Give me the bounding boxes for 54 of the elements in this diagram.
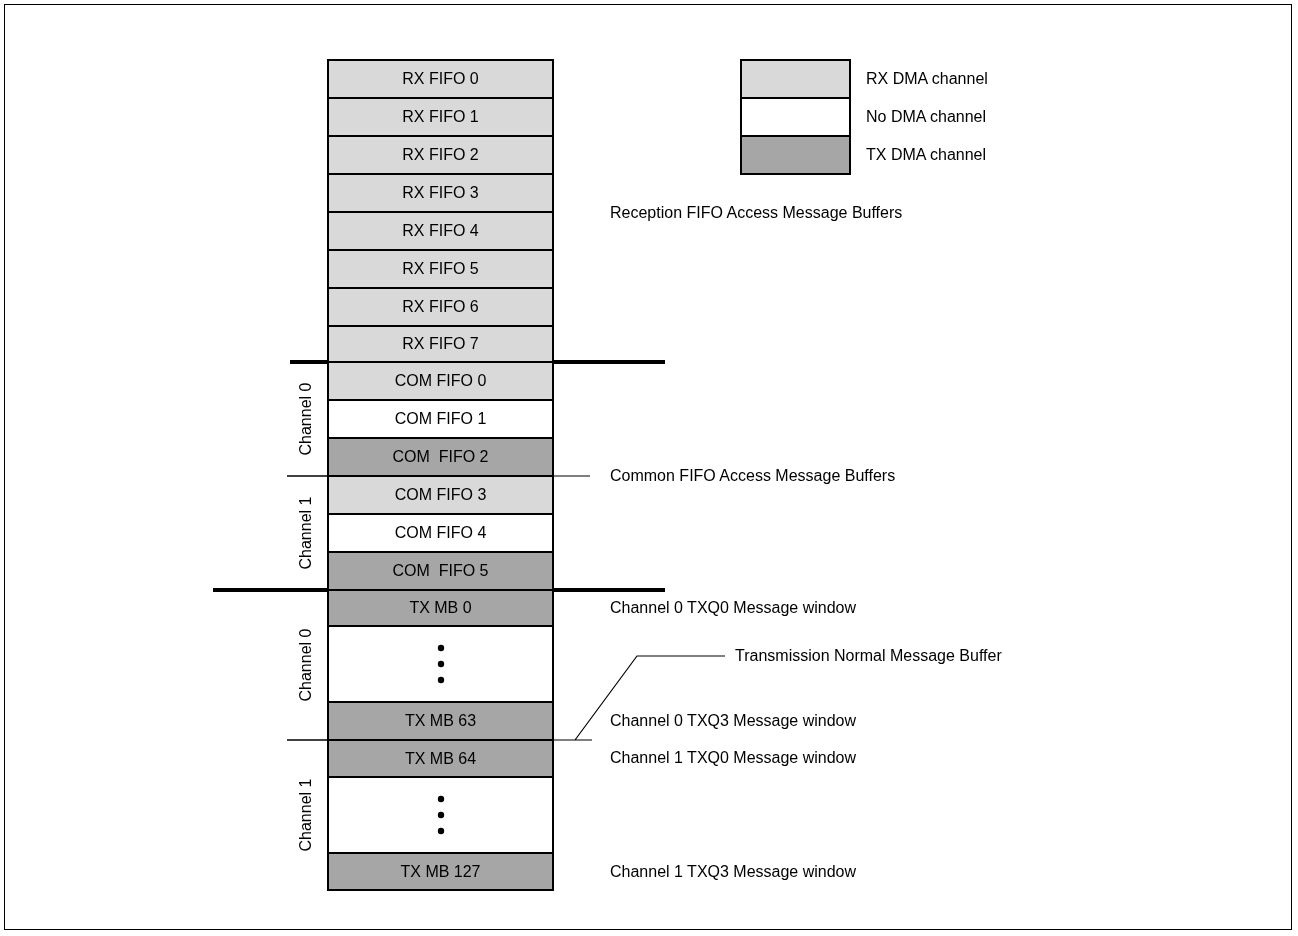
buffer-row (327, 399, 554, 439)
legend-label: TX DMA channel (866, 146, 987, 164)
callout-text: Common FIFO Access Message Buffers (590, 466, 896, 486)
buffer-row (327, 97, 554, 137)
channel-label: Channel 0 (297, 382, 315, 456)
channel-label: Channel 1 (297, 496, 315, 570)
buffer-row (327, 589, 554, 627)
row-label: COM FIFO 2 (392, 448, 489, 466)
leader-line (553, 655, 726, 741)
buffer-row (327, 551, 554, 591)
row-label: COM FIFO 4 (394, 524, 487, 542)
row-label: COM FIFO 3 (394, 486, 487, 504)
row-label: COM FIFO 5 (392, 562, 489, 580)
row-label: RX FIFO 5 (402, 260, 479, 278)
row-label: RX FIFO 4 (402, 222, 479, 240)
region-label: Channel 1 TXQ3 Message window (610, 862, 857, 882)
row-label: RX FIFO 2 (402, 146, 479, 164)
region-label: Channel 1 TXQ0 Message window (610, 748, 857, 768)
buffer-row (327, 739, 554, 778)
buffer-row (327, 173, 554, 213)
row-label: RX FIFO 1 (402, 108, 479, 126)
buffer-row (327, 513, 554, 553)
channel-label: Channel 1 (297, 778, 315, 852)
region-label: Reception FIFO Access Message Buffers (610, 203, 903, 223)
buffer-row-gap (327, 625, 554, 703)
buffer-row (327, 59, 554, 99)
buffer-row (327, 249, 554, 289)
buffer-row (327, 475, 554, 515)
channel-label: Channel 0 (297, 628, 315, 702)
row-label: TX MB 0 (409, 599, 472, 617)
row-label: RX FIFO 3 (402, 184, 479, 202)
row-label: COM FIFO 1 (394, 410, 487, 428)
row-label: RX FIFO 0 (402, 70, 479, 88)
leader-line (553, 475, 591, 477)
legend-label: RX DMA channel (866, 70, 988, 88)
buffer-row (327, 325, 554, 363)
row-label: TX MB 64 (404, 749, 477, 768)
region-label: Channel 0 TXQ0 Message window (610, 598, 857, 618)
row-label: RX FIFO 6 (402, 298, 479, 316)
row-label: COM FIFO 0 (394, 372, 487, 390)
region-label: Channel 0 TXQ3 Message window (610, 711, 857, 731)
callout-text: Transmission Normal Message Buffer (725, 646, 1002, 666)
row-label: TX MB 63 (404, 712, 477, 730)
buffer-row-gap (327, 776, 554, 854)
buffer-row (327, 135, 554, 175)
buffer-row (327, 437, 554, 477)
buffer-row (327, 361, 554, 401)
buffer-row (327, 852, 554, 891)
buffer-row (327, 701, 554, 741)
row-label: TX MB 127 (400, 862, 481, 881)
row-label: RX FIFO 7 (402, 335, 479, 353)
buffer-row (327, 211, 554, 251)
buffer-row (327, 287, 554, 327)
legend-label: No DMA channel (866, 108, 987, 126)
